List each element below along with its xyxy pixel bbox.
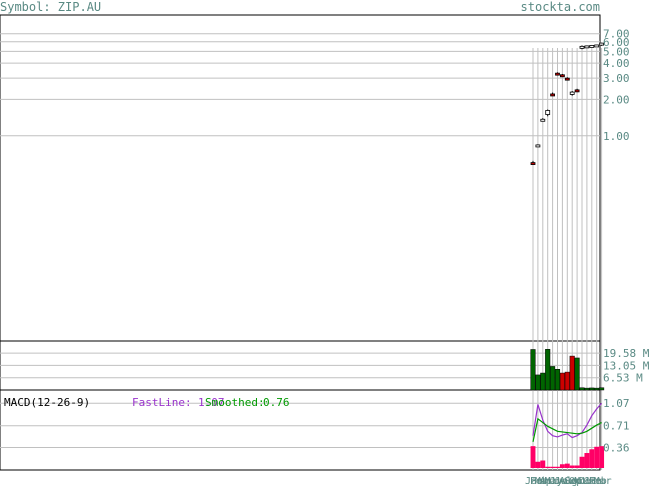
candle-body: [589, 45, 595, 48]
symbol-label: Symbol: ZIP.AU: [0, 0, 102, 14]
volume-tick-label: 6.53 M: [603, 372, 643, 385]
volume-bar: [584, 387, 590, 391]
axis-layer: 7.006.005.004.00 3.00 2.00 1.00 19.58 M13.05…: [525, 28, 650, 486]
fastline-label: FastLine:: [132, 396, 192, 409]
macd-tick-label: 0.36: [603, 442, 630, 455]
macd-histogram-bar: [559, 464, 565, 468]
volume-bar: [574, 357, 580, 391]
volume-bar: [569, 355, 575, 391]
volume-bar: [589, 387, 595, 391]
price-tick-label: 4.00: [603, 57, 630, 70]
macd-histogram-bar: [584, 453, 590, 468]
price-tick-label: 7.00: [603, 28, 630, 41]
smoothed-value: 0.76: [263, 396, 290, 409]
macd-histogram-bar: [574, 465, 580, 468]
macd-histogram-bar: [540, 460, 546, 468]
price-tick-label: 1.00: [603, 130, 630, 143]
macd-histogram-bar: [555, 466, 560, 468]
candle-body: [584, 45, 590, 49]
volume-bar: [559, 372, 565, 391]
macd-histogram-bar: [594, 446, 600, 468]
volume-bar: [579, 387, 585, 391]
macd-histogram-bar: [535, 461, 541, 468]
macd-histogram-bar: [569, 465, 575, 468]
volume-bar: [564, 371, 570, 391]
volume-bar: [550, 366, 556, 391]
volume-tick-label: 19.58 M: [603, 347, 650, 360]
x-tick-label: Jul: [554, 476, 572, 486]
candle-body: [574, 89, 580, 93]
volume-bar: [540, 372, 546, 391]
grid-layer: [0, 33, 603, 470]
volume-bar: [599, 387, 605, 391]
x-tick-label: Sep: [564, 476, 582, 486]
candle-body: [594, 44, 600, 48]
x-tick-label: Jan: [584, 476, 602, 486]
fastline-value: 1.07: [198, 396, 225, 409]
price-tick-label: 6.00: [603, 36, 630, 49]
x-tick-label: Apr: [540, 476, 558, 486]
macd-layer: [530, 402, 605, 468]
macd-title: MACD(12-26-9): [4, 396, 90, 409]
x-tick-label: Jun: [550, 476, 568, 486]
macd-histogram-bar: [564, 463, 570, 468]
macd-histogram-bar: [579, 456, 585, 468]
site-label[interactable]: stockta.com: [520, 0, 600, 14]
price-tick-label: 5.00: [603, 45, 630, 58]
volume-tick-label: 13.05 M: [603, 359, 650, 372]
candle-body: [599, 42, 604, 46]
macd-smoothed-line: [532, 417, 602, 443]
volume-bar: [535, 374, 541, 391]
macd-tick-label: 1.07: [603, 397, 630, 410]
macd-histogram-bar: [545, 466, 551, 468]
candle-body: [569, 91, 575, 95]
x-tick-label: Nov: [574, 476, 592, 486]
x-tick-label: May: [545, 476, 563, 486]
x-tick-label: Feb: [530, 476, 548, 486]
x-tick-label: Oct: [569, 476, 587, 486]
macd-tick-label: 0.71: [603, 420, 630, 433]
price-tick-label: 3.00: [603, 72, 630, 85]
volume-bar: [545, 349, 551, 391]
x-tick-label: Dec: [579, 476, 597, 486]
x-tick-label: Mar: [594, 476, 612, 486]
candle-body: [530, 162, 536, 165]
smoothed-label: Smoothed:: [205, 396, 265, 409]
macd-histogram-bar: [589, 449, 595, 468]
price-panel: [0, 14, 601, 342]
x-tick-label: Mar: [535, 476, 553, 486]
price-tick-label: 2.00: [603, 93, 630, 106]
candle-body: [550, 93, 555, 97]
volume-bar: [554, 369, 561, 391]
candle-body: [579, 45, 585, 49]
x-tick-label: Jan: [525, 476, 543, 486]
macd-histogram-bar: [599, 446, 605, 468]
volume-layer: [530, 349, 605, 391]
candle-body: [560, 74, 565, 78]
candle-body: [540, 118, 546, 122]
volume-bar: [530, 349, 536, 391]
macd-histogram-bar: [550, 466, 556, 468]
candle-body: [564, 77, 570, 81]
macd-histogram-bar: [530, 446, 536, 468]
candle-body: [535, 144, 541, 148]
x-tick-label: Feb: [589, 476, 607, 486]
volume-bar: [594, 387, 600, 391]
price-layer: [530, 42, 604, 165]
candle-body: [555, 72, 560, 76]
candle-body: [545, 110, 551, 115]
x-tick-label: Aug: [559, 476, 577, 486]
